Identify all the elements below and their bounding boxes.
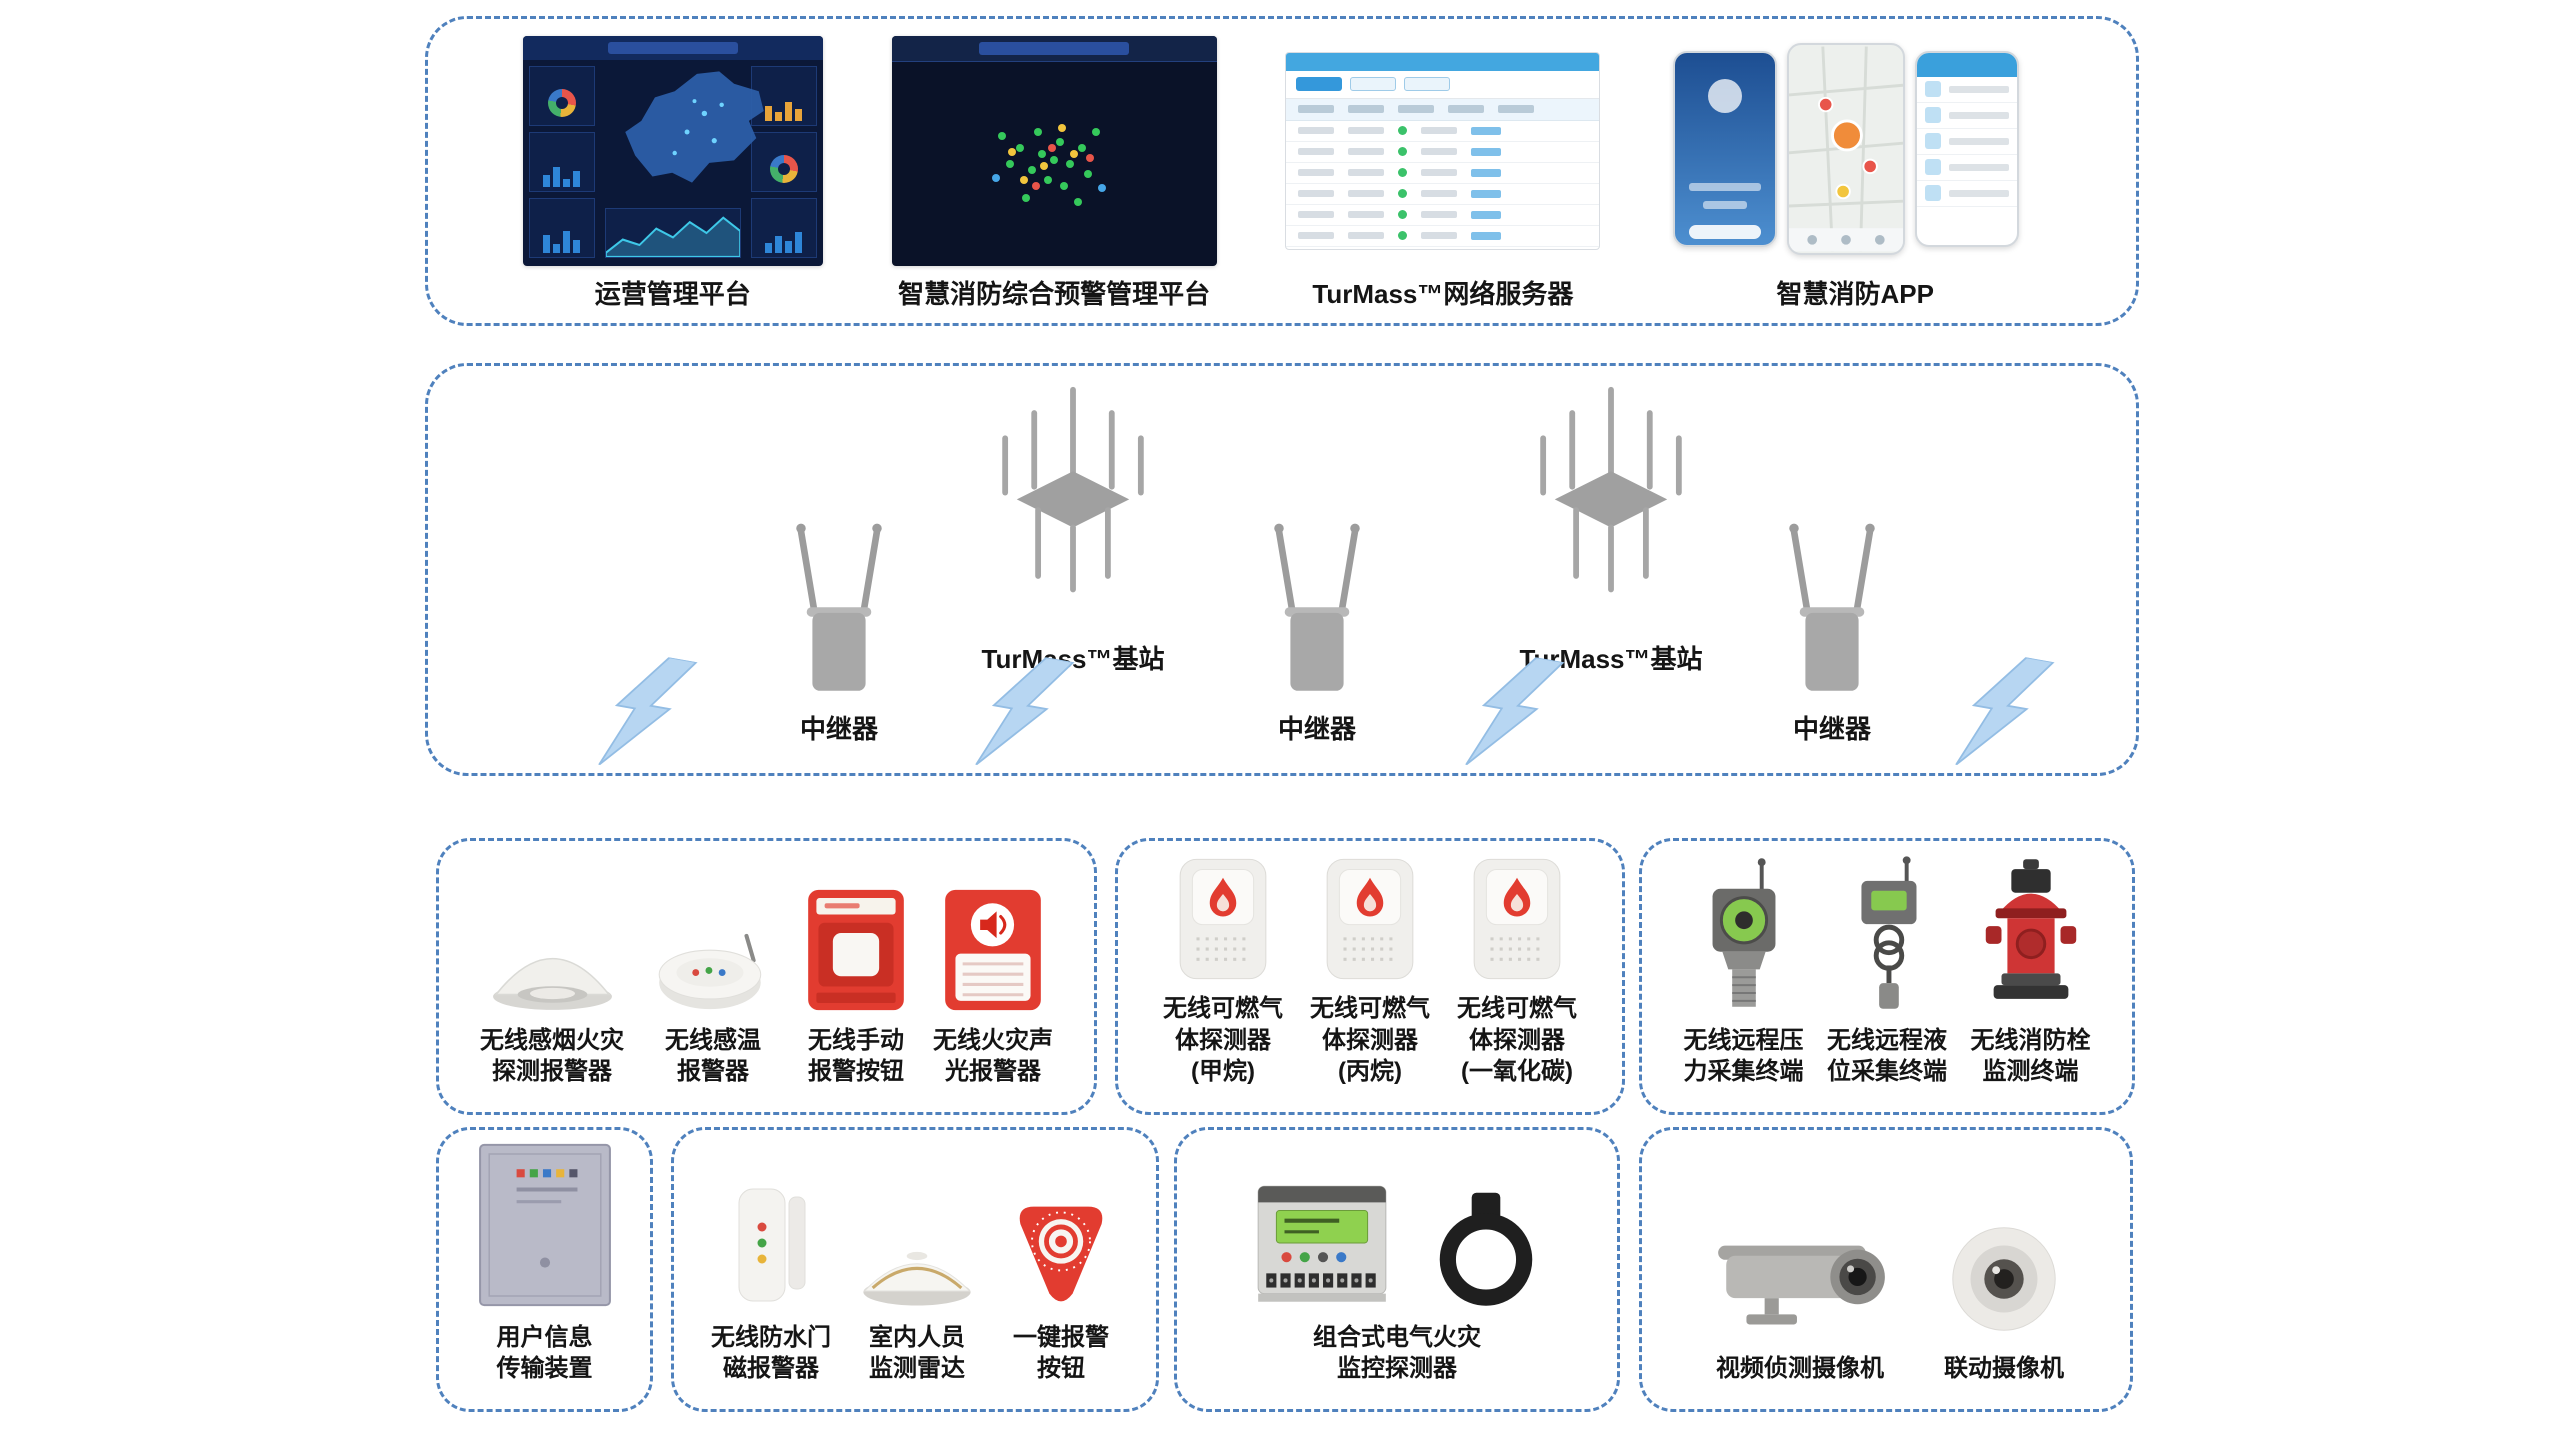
user-info-panel-icon [478, 1143, 611, 1306]
server-table-header [1286, 98, 1600, 121]
fire-alarm-group: 无线感烟火灾 探测报警器 无线感温 报警器 [436, 838, 1097, 1115]
radar-icon [863, 1251, 971, 1306]
device-electrical-fire-detector: 组合式电气火灾 监控探测器 [1246, 1162, 1548, 1385]
device-video-detect-camera: 视频侦测摄像机 [1704, 1195, 1896, 1385]
device-sound-light-alarm: 无线火灾声 光报警器 [933, 873, 1053, 1088]
turmass-server-screenshot [1285, 51, 1601, 250]
electrical-fire-group: 组合式电气火灾 监控探测器 [1174, 1127, 1620, 1412]
server-table-row [1286, 205, 1600, 226]
server-table-row [1286, 163, 1600, 184]
electrical-meter-icon [1257, 1185, 1387, 1302]
lightning-bolt-icon [1955, 656, 2056, 766]
basestation-label: TurMass™基站 [981, 644, 1165, 674]
device-door-magnet-alarm: 无线防水门 磁报警器 [711, 1172, 831, 1385]
gas-detector-icon [1326, 858, 1414, 980]
basestation-icon [1002, 386, 1144, 593]
device-smoke-detector: 无线感烟火灾 探测报警器 [480, 873, 624, 1088]
platform-turmass-server-label: TurMass™网络服务器 [1312, 278, 1574, 309]
sound-light-alarm-icon [945, 889, 1041, 1010]
ops-right-panels [750, 65, 817, 258]
ops-left-panels [528, 65, 595, 258]
repeater-node: 中继器 [1752, 516, 1912, 746]
repeater-icon [1789, 523, 1875, 691]
device-gas-detector-methane: 无线可燃气 体探测器 (甲烷) [1163, 849, 1283, 1088]
liquid-level-terminal-icon [1861, 855, 1917, 1009]
gas-detector-icon [1179, 858, 1267, 980]
repeater-node: 中继器 [759, 516, 919, 746]
server-table-row [1286, 226, 1600, 247]
lightning-bolt-icon [975, 656, 1076, 766]
user-info-group: 用户信息 传输装置 [436, 1127, 653, 1412]
heat-detector-icon [658, 933, 762, 1009]
device-linked-dome-camera: 联动摄像机 [1940, 1195, 2068, 1385]
current-transformer-icon [1439, 1192, 1533, 1306]
china-map-graphic [625, 71, 764, 183]
basestation-node: TurMass™基站 [958, 384, 1188, 676]
donut-chart [769, 154, 798, 183]
device-liquid-level-terminal: 无线远程液 位采集终端 [1827, 847, 1947, 1088]
repeater-label: 中继器 [1792, 714, 1871, 744]
pressure-terminal-icon [1712, 857, 1775, 1007]
repeater-node: 中继器 [1237, 516, 1397, 746]
fire-warning-platform-screenshot [891, 35, 1217, 266]
gas-detector-icon [1473, 858, 1561, 980]
gas-detector-group: 无线可燃气 体探测器 (甲烷) 无线可燃气 体探测器 (丙烷) [1115, 838, 1625, 1115]
device-presence-radar: 室内人员 监测雷达 [850, 1172, 984, 1385]
platform-ops: 运营管理平台 [522, 35, 823, 311]
lightning-bolt-icon [1465, 656, 1566, 766]
repeater-icon [1274, 523, 1360, 691]
server-table-row [1286, 184, 1600, 205]
ops-platform-screenshot [522, 35, 823, 266]
dome-camera-icon [1952, 1227, 2056, 1332]
device-fire-hydrant-terminal: 无线消防栓 监测终端 [1971, 847, 2091, 1088]
fire-app-screenshot [1669, 36, 2042, 265]
server-header-bar [1286, 52, 1600, 71]
server-table-row [1286, 121, 1600, 142]
device-one-key-alarm-button: 一键报警 按钮 [1003, 1172, 1119, 1385]
platform-fire-warning: 智慧消防综合预警管理平台 [891, 35, 1217, 311]
repeater-icon [796, 523, 882, 691]
smoke-detector-icon [492, 957, 612, 1010]
repeater-label: 中继器 [1277, 714, 1356, 744]
terminal-group: 无线远程压 力采集终端 无线远程液 位采集终端 [1639, 838, 2135, 1115]
door-magnet-icon [738, 1188, 806, 1302]
network-section: 中继器 TurMass™基站 [425, 363, 2139, 776]
platform-fire-app: 智慧消防APP [1669, 35, 2042, 311]
basestation-icon [1540, 386, 1682, 593]
server-table-row [1286, 142, 1600, 163]
ops-area-chart [604, 207, 741, 258]
device-heat-detector: 无线感温 报警器 [647, 873, 779, 1088]
warning-header-bar [891, 35, 1217, 62]
device-manual-call-point: 无线手动 报警按钮 [802, 873, 910, 1088]
repeater-label: 中继器 [799, 714, 878, 744]
app-map-phone [1787, 42, 1906, 255]
platform-turmass-server: TurMass™网络服务器 [1285, 35, 1601, 311]
app-list-phone [1915, 50, 2020, 247]
device-pressure-terminal: 无线远程压 力采集终端 [1684, 847, 1804, 1088]
lightning-bolt-icon [598, 656, 699, 766]
device-gas-detector-co: 无线可燃气 体探测器 (一氧化碳) [1457, 849, 1577, 1088]
indoor-device-group: 无线防水门 磁报警器 室内人员 监测雷达 [671, 1127, 1159, 1412]
server-toolbar [1286, 71, 1600, 99]
bullet-camera-icon [1718, 1245, 1885, 1325]
basestation-node: TurMass™基站 [1496, 384, 1726, 676]
platform-fire-warning-label: 智慧消防综合预警管理平台 [898, 278, 1211, 309]
app-splash-phone [1673, 50, 1778, 247]
camera-group: 视频侦测摄像机 联动摄像机 [1639, 1127, 2133, 1412]
fire-hydrant-icon [1985, 858, 2076, 999]
platform-section: 运营管理平台 [425, 16, 2139, 326]
one-key-button-icon [1019, 1206, 1103, 1301]
platform-fire-app-label: 智慧消防APP [1776, 278, 1934, 309]
device-gas-detector-propane: 无线可燃气 体探测器 (丙烷) [1310, 849, 1430, 1088]
app-list-header [1917, 52, 2018, 77]
alarm-map-dots [991, 123, 1106, 206]
manual-call-point-icon [808, 889, 904, 1010]
device-user-info-transmitter: 用户信息 传输装置 [474, 1130, 616, 1385]
donut-chart [547, 88, 576, 117]
platform-ops-label: 运营管理平台 [594, 278, 751, 309]
ops-header-bar [522, 35, 823, 60]
